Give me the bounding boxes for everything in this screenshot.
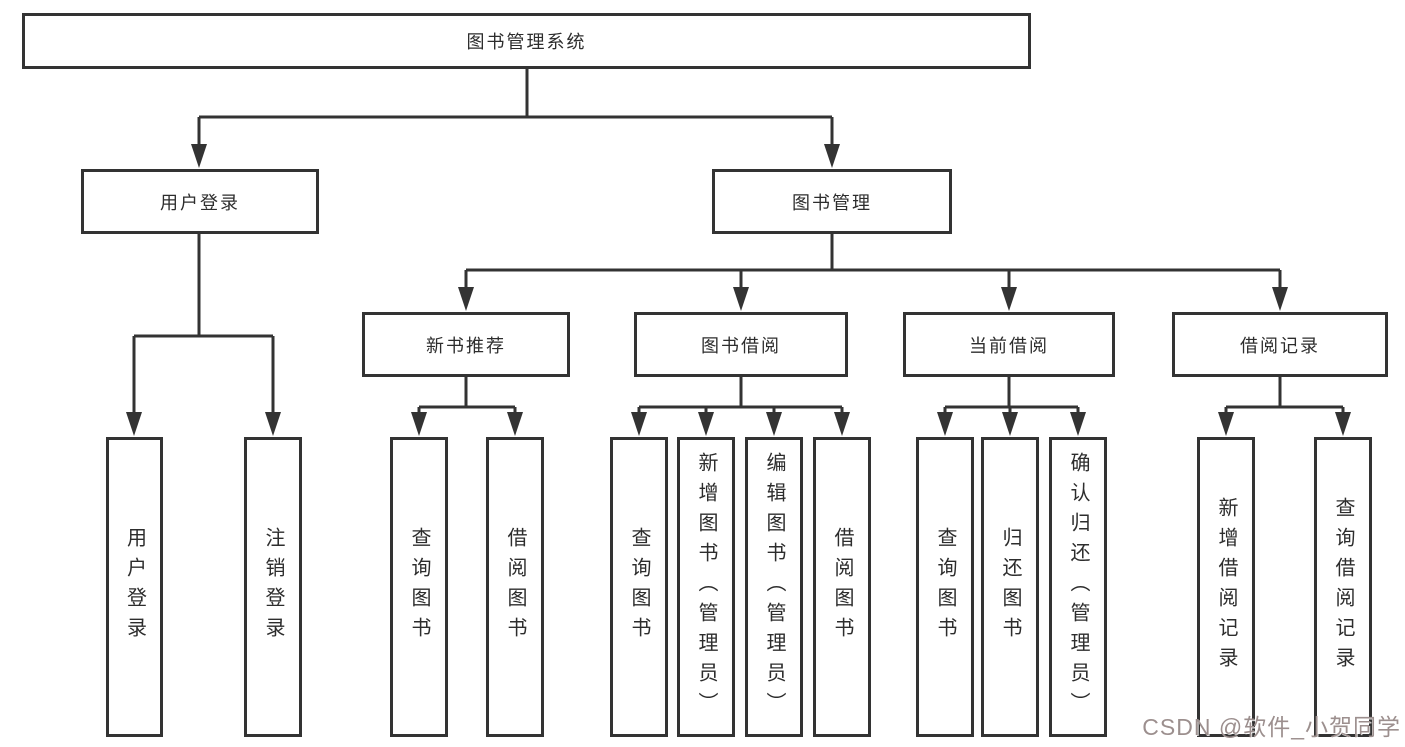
leaf-query-books-3: 查询图书	[916, 437, 974, 737]
node-current-borrowing: 当前借阅	[903, 312, 1115, 377]
leaf-borrow-books-2: 借阅图书	[813, 437, 871, 737]
leaf-confirm-return-admin: 确认归还（管理员）	[1049, 437, 1107, 737]
node-new-book-recommend: 新书推荐	[362, 312, 570, 377]
leaf-query-borrow-record: 查询借阅记录	[1314, 437, 1372, 737]
leaf-add-book-admin: 新增图书（管理员）	[677, 437, 735, 737]
leaf-user-login: 用户登录	[106, 437, 163, 737]
leaf-query-books-1: 查询图书	[390, 437, 448, 737]
node-book-borrowing: 图书借阅	[634, 312, 848, 377]
node-book-management-branch: 图书管理	[712, 169, 952, 234]
leaf-logout: 注销登录	[244, 437, 302, 737]
node-root: 图书管理系统	[22, 13, 1031, 69]
node-borrowing-records: 借阅记录	[1172, 312, 1388, 377]
leaf-edit-book-admin: 编辑图书（管理员）	[745, 437, 803, 737]
leaf-add-borrow-record: 新增借阅记录	[1197, 437, 1255, 737]
leaf-borrow-books-1: 借阅图书	[486, 437, 544, 737]
node-user-login-branch: 用户登录	[81, 169, 319, 234]
leaf-return-book: 归还图书	[981, 437, 1039, 737]
leaf-query-books-2: 查询图书	[610, 437, 668, 737]
